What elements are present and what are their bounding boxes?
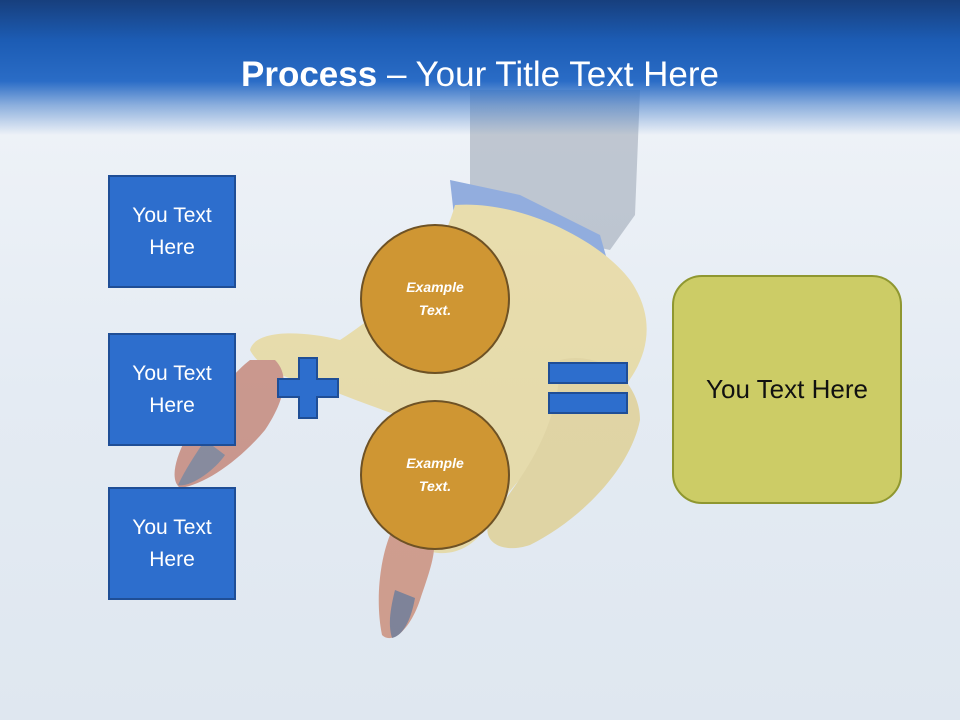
box-label-line2: Here <box>149 393 195 417</box>
title-bold: Process <box>241 55 378 94</box>
plus-icon <box>277 357 339 419</box>
equals-icon <box>548 362 628 414</box>
box-label-line1: You Text <box>132 515 212 539</box>
box-label-line2: Here <box>149 235 195 259</box>
result-label: You Text Here <box>706 374 868 404</box>
circle-label-line1: Example <box>406 279 464 295</box>
title-rest: – Your Title Text Here <box>377 55 719 94</box>
header-bar <box>0 0 960 135</box>
box-label-line1: You Text <box>132 203 212 227</box>
page-title: Process – Your Title Text Here <box>0 53 960 97</box>
box-label-line1: You Text <box>132 361 212 385</box>
circle-label-line2: Text. <box>418 302 452 318</box>
result-box: You Text Here <box>672 275 902 504</box>
circle-label-line2: Text. <box>418 478 452 494</box>
box-label-line2: Here <box>149 547 195 571</box>
circle-label-line1: Example <box>406 455 464 471</box>
